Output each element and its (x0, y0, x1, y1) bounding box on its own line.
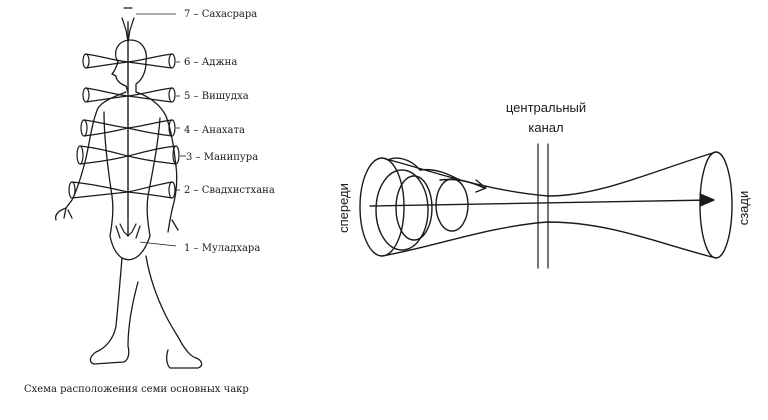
chakra-7-funnel (121, 7, 135, 43)
flow-axis-arrow (369, 199, 713, 207)
left-caption: Схема расположения семи основных чакр (24, 384, 249, 395)
chakra-label-7: 7 – Сахасрара (184, 9, 257, 20)
label-leader-lines (136, 13, 186, 247)
chakra-label-2: 2 – Свадхистхана (184, 185, 275, 196)
back-label: сзади (736, 191, 751, 226)
funnel-bottom-edge (381, 221, 717, 259)
chakra-4-funnel (80, 119, 176, 137)
chakra-1-funnel (115, 223, 141, 239)
chakra-3-funnel (76, 145, 180, 165)
front-label: спереди (336, 183, 351, 233)
chakra-label-3: 3 – Манипура (186, 152, 258, 163)
chakra-label-6: 6 – Аджна (184, 57, 237, 68)
chakra-6-funnel (82, 53, 176, 69)
spiral-ring-1 (375, 169, 429, 251)
channel-title-line2: канал (528, 120, 563, 135)
chakra-5-funnel (82, 87, 176, 103)
chakra-label-4: 4 – Анахата (184, 125, 245, 136)
chakra-2-funnel (68, 181, 176, 199)
central-channel-diagram (359, 143, 733, 269)
chakra-label-5: 5 – Вишудха (184, 91, 249, 102)
chakra-funnels (68, 7, 180, 239)
back-opening-ellipse (699, 151, 733, 259)
chakra-label-1: 1 – Муладхара (184, 243, 260, 254)
spiral-ring-2 (395, 175, 433, 241)
channel-title-line1: центральный (506, 100, 586, 115)
front-opening-ellipse (359, 157, 405, 257)
funnel-top-edge (381, 151, 717, 197)
human-figure-illustration (54, 21, 203, 369)
